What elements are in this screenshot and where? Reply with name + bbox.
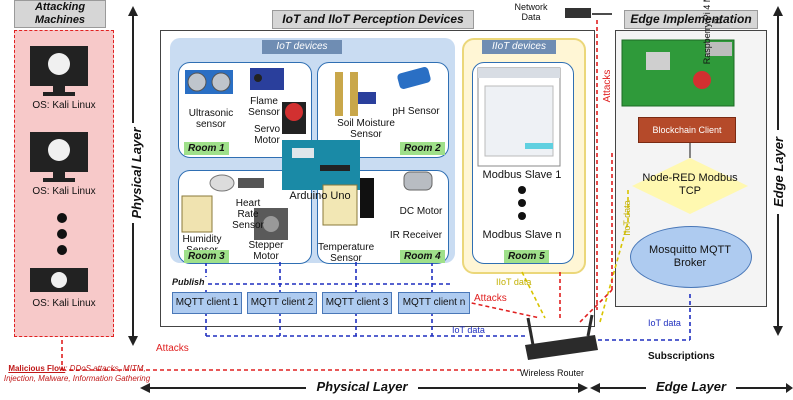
modbus-window-icon (477, 67, 561, 167)
modbus-ellipsis-dot (518, 212, 526, 220)
edge-layer-bottom-label: Edge Layer (646, 379, 736, 397)
attacks-label: Attacks (602, 69, 613, 103)
mosquitto-broker-label: Mosquitto MQTT Broker (649, 244, 731, 269)
flame-sensor-label: Flame Sensor (248, 96, 280, 118)
mqtt-client-box: MQTT client n (398, 292, 470, 314)
ph-sensor-label: pH Sensor (392, 106, 440, 117)
soil-moisture-sensor-label: Soil Moisture Sensor (337, 118, 395, 140)
malicious-flow-legend: Malicious Flow: DDoS attacks, MITM, Inje… (2, 364, 152, 384)
iiot-data-label: IIoT data (622, 200, 632, 236)
attacker-os-label: OS: Kali Linux (32, 298, 96, 309)
dc-motor-label: DC Motor (399, 206, 443, 217)
ir-receiver-icon (360, 178, 374, 218)
humidity-sensor-icon (181, 195, 213, 233)
ultrasonic-sensor-label: Ultrasonic sensor (188, 108, 234, 130)
blockchain-client-box: Blockchain Client (638, 117, 736, 143)
attacker-ellipsis-dot (57, 245, 67, 255)
edge-title: Edge Implementation (624, 10, 758, 29)
heart-rate-sensor-label: Heart Rate Sensor (232, 198, 264, 231)
subscriptions-label: Subscriptions (648, 351, 715, 362)
physical-layer-vertical-label: Physical Layer (129, 123, 145, 223)
stepper-motor-icon (254, 208, 288, 240)
room-5-label: Room 5 (504, 250, 549, 263)
attack-to-edge-line (579, 289, 613, 323)
iiot-devices-title: IIoT devices (482, 40, 556, 54)
attacker-computer-icon (30, 268, 88, 292)
attacks-label: Attacks (474, 293, 507, 304)
wireless-router-icon (525, 314, 598, 360)
soil-moisture-sensor-icon (335, 72, 376, 116)
iot-data-label: IoT data (648, 318, 681, 328)
iot-data-label: IoT data (452, 325, 485, 335)
iiot-data-flow-line (521, 271, 546, 319)
ph-sensor-icon (397, 67, 431, 89)
modbus-slave-1-label: Modbus Slave 1 (482, 169, 562, 181)
iiot-data-label: IIoT data (496, 277, 532, 287)
attacker-computer-icon (30, 46, 88, 96)
attacker-ellipsis-dot (57, 229, 67, 239)
attacker-os-label: OS: Kali Linux (32, 100, 96, 111)
room-3-label: Room 3 (184, 250, 229, 263)
room-4-label: Room 4 (400, 250, 445, 263)
room-2-label: Room 2 (400, 142, 445, 155)
temperature-sensor-icon (322, 184, 358, 226)
dc-motor-icon (403, 171, 433, 191)
attacker-os-label: OS: Kali Linux (32, 186, 96, 197)
arduino-uno-icon (282, 140, 360, 190)
attacker-computer-icon (30, 132, 88, 182)
arduino-uno-label: Arduino Uno (289, 190, 351, 202)
physical-layer-bottom-label: Physical Layer (306, 379, 418, 397)
malicious-flow-colon: : (65, 364, 70, 373)
iot-devices-title: IoT devices (262, 40, 342, 54)
wireless-router-label: Wireless Router (520, 368, 585, 378)
mqtt-client-box: MQTT client 1 (172, 292, 242, 314)
publish-label: Publish (170, 277, 207, 287)
network-router-icon (565, 8, 591, 18)
mqtt-client-box: MQTT client 3 (322, 292, 392, 314)
ultrasonic-sensor-icon (185, 70, 233, 94)
heart-rate-sensor-icon (209, 174, 264, 192)
flame-sensor-icon (250, 68, 284, 90)
malicious-flow-title: Malicious Flow (8, 364, 66, 373)
stepper-motor-label: Stepper Motor (248, 240, 284, 262)
attacks-label: Attacks (156, 343, 189, 354)
edge-layer-vertical-label: Edge Layer (771, 130, 787, 214)
servo-motor-label: Servo Motor (253, 124, 281, 146)
attacker-ellipsis-dot (57, 213, 67, 223)
attacking-machines-title: Attacking Machines (14, 0, 106, 28)
mqtt-client-box: MQTT client 2 (247, 292, 317, 314)
room-1-label: Room 1 (184, 142, 229, 155)
servo-motor-icon (282, 102, 306, 134)
temperature-sensor-label: Temperature Sensor (318, 242, 375, 264)
modbus-ellipsis-dot (518, 186, 526, 194)
nodered-label: Node-RED Modbus TCP (642, 172, 738, 197)
modbus-slave-n-label: Modbus Slave n (482, 229, 562, 241)
raspberry-pi-label: Raspberry Pi 4 Model B (702, 0, 723, 65)
mosquitto-broker-box (630, 226, 752, 288)
modbus-ellipsis-dot (518, 199, 526, 207)
raspberry-pi-icon (621, 39, 735, 107)
ir-receiver-label: IR Receiver (389, 230, 443, 241)
perception-title: IoT and IIoT Perception Devices (272, 10, 474, 29)
malicious-flow-text: DDoS attacks, MITM, Injection, Malware, … (3, 364, 151, 383)
network-data-label: Network Data (514, 2, 548, 22)
